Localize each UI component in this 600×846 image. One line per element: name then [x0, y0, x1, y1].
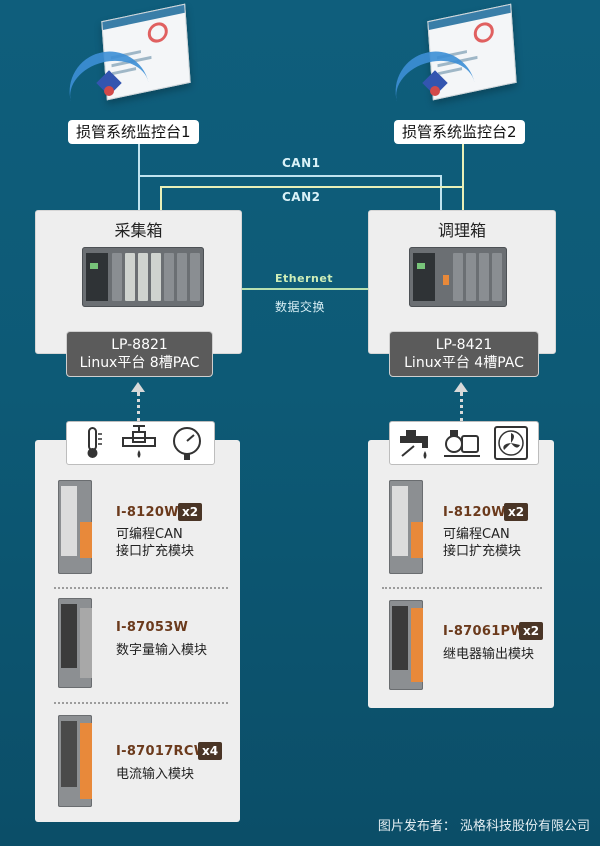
- left-module-3-badge: x4: [198, 742, 223, 760]
- right-module-2-badge: x2: [519, 622, 544, 640]
- lp-8821-device-image: [82, 247, 204, 307]
- conditioning-box-title: 调理箱: [437, 221, 486, 240]
- thermometer-icon: [73, 424, 113, 462]
- can2-label: CAN2: [282, 190, 321, 204]
- i-8120w-module-image: [389, 480, 423, 574]
- valve-icon: [119, 424, 159, 462]
- lp-8821-model: LP-8821: [111, 337, 168, 353]
- dashed-connector-right: [460, 392, 463, 422]
- right-module-2-desc: 继电器输出模块: [443, 647, 535, 662]
- right-module-1-desc: 可编程CAN 接口扩充模块: [443, 527, 522, 559]
- monitor-label-1: 损管系统监控台1: [68, 120, 199, 144]
- left-module-3-desc: 电流输入模块: [116, 767, 195, 782]
- left-module-1-name: I-8120W: [116, 505, 179, 520]
- can2-line-right: [462, 144, 464, 211]
- conditioning-box: 调理箱: [368, 210, 556, 354]
- i-87017rcw-module-image: [58, 715, 92, 807]
- publisher-credit: 图片发布者： 泓格科技股份有限公司: [377, 819, 590, 834]
- i-8120w-module-image: [58, 480, 92, 574]
- pump-icon: [442, 424, 482, 462]
- lp-8421-model: LP-8421: [435, 337, 493, 353]
- lp-8421-model-tag: LP-8421 Linux平台 4槽PAC: [389, 331, 539, 377]
- i-87061pw-module-image: [389, 600, 423, 690]
- left-module-2-desc: 数字量输入模块: [116, 643, 208, 658]
- right-module-1-badge: x2: [504, 503, 529, 521]
- collection-box-title: 采集箱: [114, 221, 163, 240]
- left-module-1-desc: 可编程CAN 接口扩充模块: [116, 527, 195, 559]
- left-separator-1: [54, 587, 228, 589]
- fan-icon: [490, 424, 530, 462]
- right-device-icons: [389, 421, 539, 465]
- left-sensor-icons: [66, 421, 215, 465]
- dashed-connector-left: [137, 392, 140, 422]
- can1-line-right: [440, 175, 442, 211]
- left-module-3-name: I-87017RCW: [116, 744, 209, 759]
- can2-line-left: [160, 186, 162, 211]
- right-module-1-name: I-8120W: [443, 505, 506, 520]
- ethernet-line: [240, 288, 368, 290]
- monitor-graphic-2: [387, 3, 540, 111]
- faucet-icon: [396, 424, 436, 462]
- lp-8821-platform: Linux平台 8槽PAC: [79, 355, 200, 371]
- collection-box: 采集箱: [35, 210, 242, 354]
- can1-label: CAN1: [282, 156, 321, 170]
- lp-8821-model-tag: LP-8821 Linux平台 8槽PAC: [66, 331, 213, 377]
- arrow-up-right: [454, 382, 468, 392]
- monitor-label-2: 损管系统监控台2: [394, 120, 525, 144]
- arrow-up-left: [131, 382, 145, 392]
- monitor-graphic-1: [61, 3, 214, 111]
- right-module-2-name: I-87061PW: [443, 624, 526, 639]
- can2-line-top: [160, 186, 462, 188]
- ethernet-label: Ethernet: [275, 272, 334, 285]
- pressure-gauge-icon: [167, 424, 207, 462]
- left-separator-2: [54, 702, 228, 704]
- data-exchange-label: 数据交换: [275, 300, 326, 314]
- right-separator-1: [382, 587, 542, 589]
- can1-line-top: [138, 175, 440, 177]
- can1-line-left: [138, 144, 140, 211]
- left-module-1-badge: x2: [178, 503, 203, 521]
- left-module-2-name: I-87053W: [116, 620, 189, 635]
- i-87053w-module-image: [58, 598, 92, 688]
- lp-8421-device-image: [409, 247, 507, 307]
- lp-8421-platform: Linux平台 4槽PAC: [404, 355, 524, 371]
